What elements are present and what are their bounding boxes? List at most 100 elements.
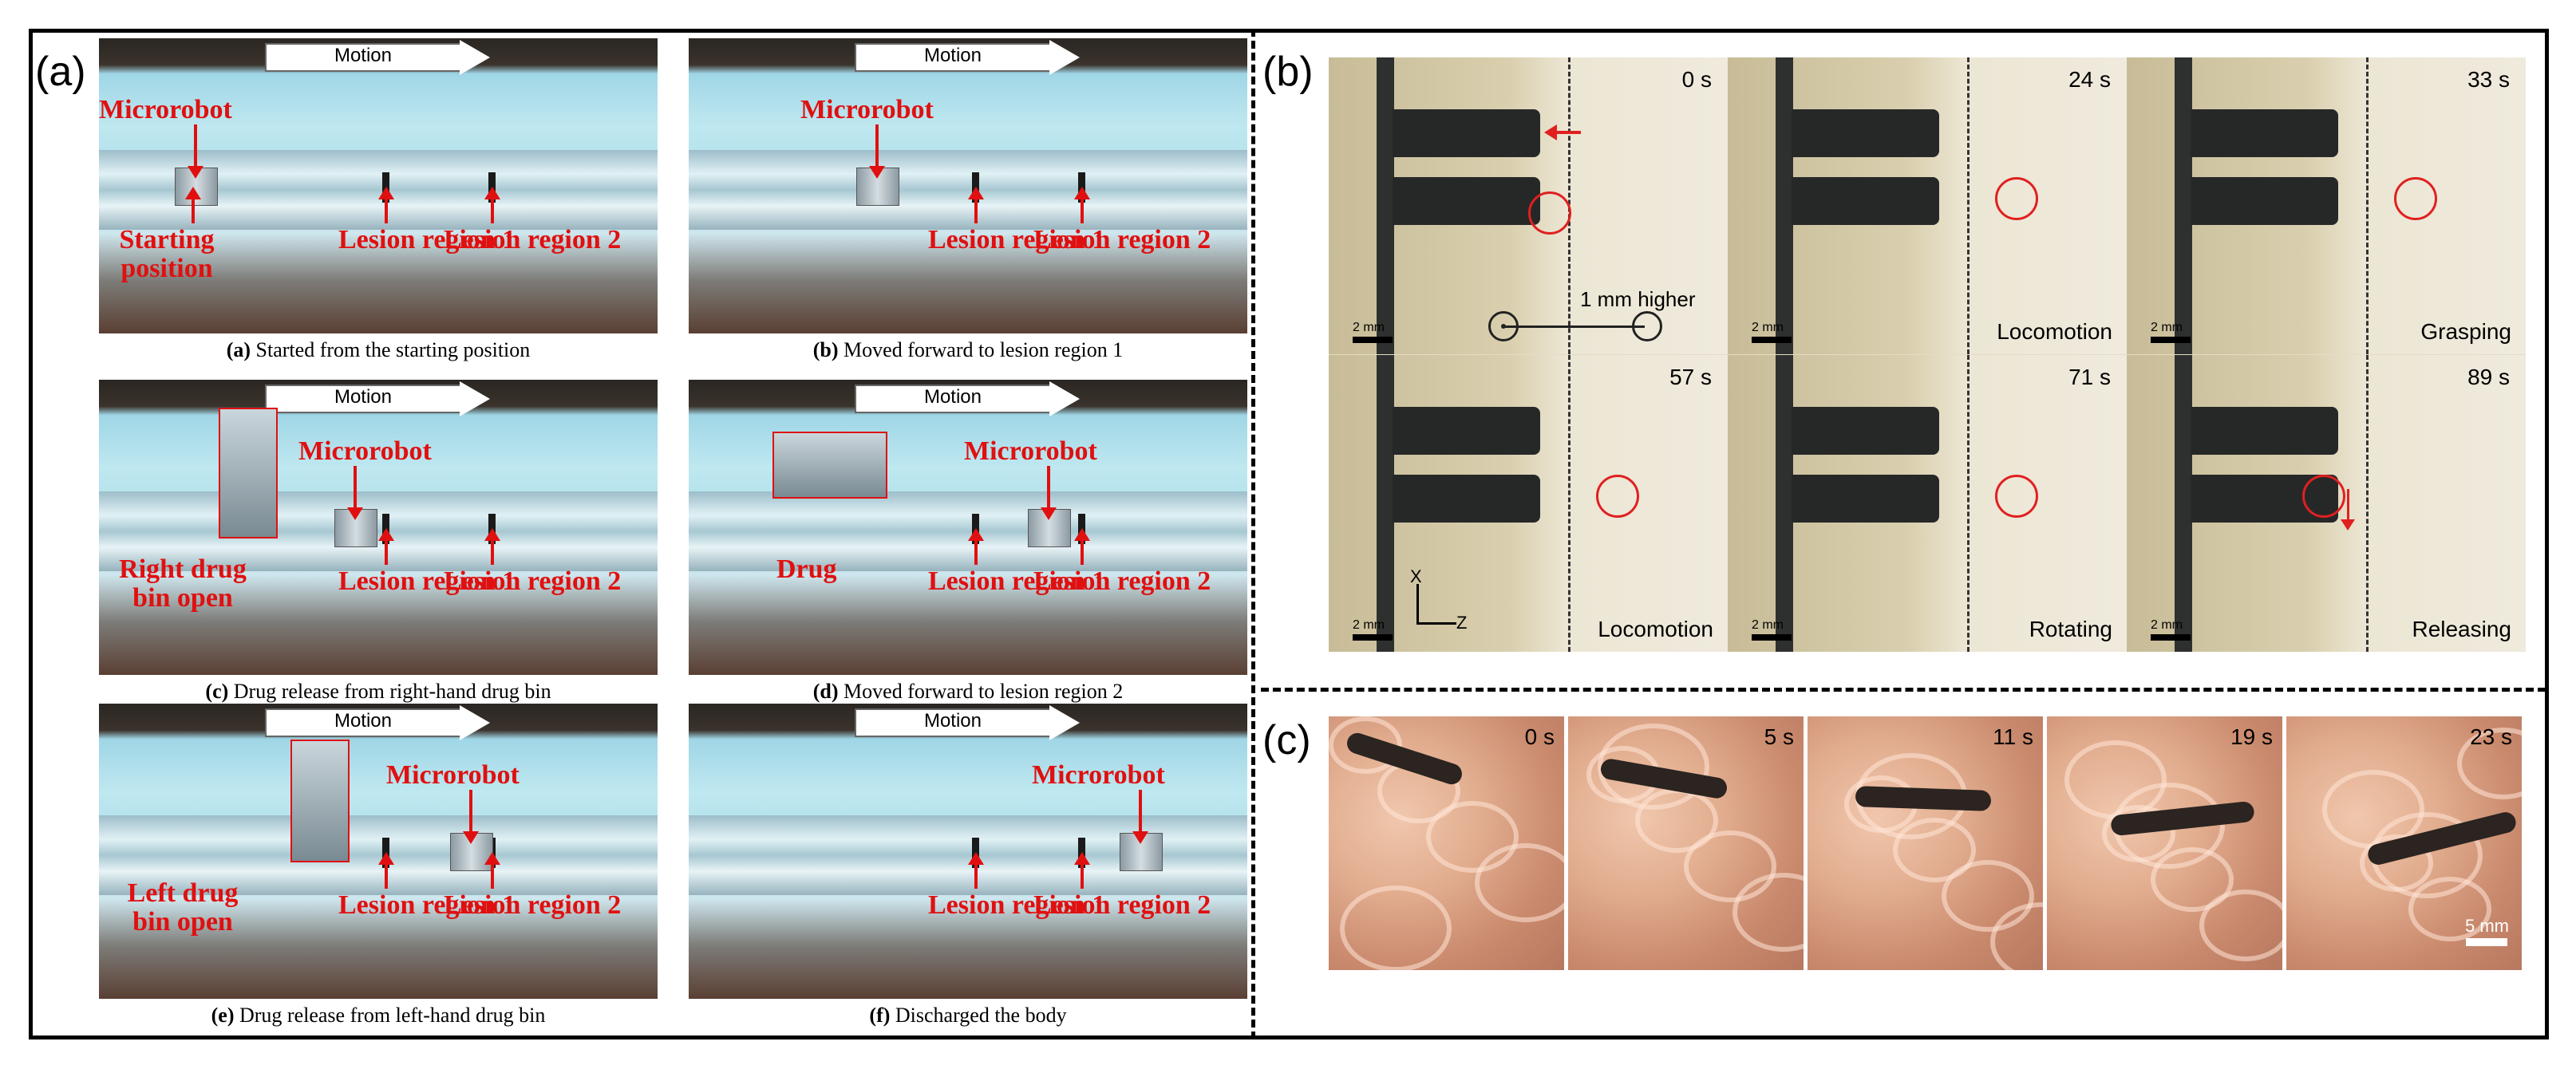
start-arrow-head [185,187,201,199]
panel-a-letter: (a) [35,49,86,95]
motion-arrow-head [460,40,490,75]
start-arrow [192,198,195,223]
motion-bar [265,385,461,413]
gripper-upper [2191,407,2338,455]
scale-bar-line [1752,337,1792,343]
gripper-upper [1393,109,1540,157]
motion-arrow: Motion [265,381,490,416]
starting-position-label: Starting position [119,225,215,283]
tissue-frame-3: 19 s [2047,716,2282,970]
tissue-fold [1329,716,1402,774]
lesion-2-arrow-head [484,187,500,199]
drug-inset [772,432,887,499]
motion-arrow [1554,131,1581,134]
gripper-lower [1393,475,1540,523]
microrobot-arrow-head [188,166,203,179]
subfigure-tag: (a) [226,338,251,361]
scale-bar-line [1752,634,1792,641]
lesion-1-arrow [974,198,978,223]
subfigure-tag: (c) [205,680,229,703]
lesion-1-label: Lesion region 1 [338,566,516,596]
gripper-lower [2191,177,2338,225]
microrobot-label: Microrobot [800,95,934,124]
motion-arrow-head [460,381,490,416]
lesion-2-arrow-head [1074,528,1090,541]
scale-label: 2 mm [1752,618,1784,632]
gripper-lower [1792,177,1939,225]
lesion-1-arrow [385,863,388,889]
drug-bin-inset [290,740,350,862]
drug-bin-label: Left drug bin open [127,878,239,937]
microrobot-arrow-head [347,507,363,520]
lesion-2-arrow [491,863,494,889]
frame-time: 0 s [1524,724,1555,749]
microrobot-label: Microrobot [964,436,1097,466]
scale-bar: 2 mm [1752,618,1792,641]
gripper-lower [1792,475,1939,523]
frame-state: Locomotion [1598,617,1713,641]
lesion-2-label: Lesion region 2 [1033,225,1211,254]
scale-bar: 2 mm [1353,618,1393,641]
gripper-upper [1792,109,1939,157]
frame-separator [1564,716,1568,970]
microrobot-arrow-head [1041,507,1057,520]
microrobot-arrow [469,790,472,831]
panel-c-letter: (c) [1262,717,1311,763]
lesion-1-arrow-head [378,528,394,541]
microrobot-arrow-head [463,831,479,844]
microrobot-label: Microrobot [386,760,520,790]
holder-post [1776,57,1793,354]
release-arrow-head [2341,519,2355,531]
frame-time: 24 s [2068,67,2111,92]
microrobot-arrow [1139,790,1142,831]
holder-post [1377,57,1394,354]
subfigure-f-caption: (f) Discharged the body [689,1004,1247,1028]
motion-arrow-head [1049,705,1080,740]
axis-z-line [1416,622,1456,625]
frame-separator [2282,716,2286,970]
motion-arrow-head [460,705,490,740]
scale-label: 2 mm [2151,321,2183,334]
frame-time: 5 s [1764,724,1794,749]
lesion-1-label: Lesion region 1 [338,225,516,254]
subfigure-tag: (e) [211,1004,235,1027]
scale-label: 2 mm [1752,321,1784,334]
lesion-2-arrow [1081,539,1084,565]
lesion-1-arrow-head [968,852,984,865]
scale-label: 2 mm [1353,321,1385,334]
tissue-frame-1: 5 s [1568,716,1804,970]
microrobot-arrow-head [869,166,885,179]
axis-x-line [1416,584,1419,624]
subfigure-tag: (b) [812,338,839,361]
lesion-2-label: Lesion region 2 [444,890,622,920]
lesion-1-arrow [974,863,978,889]
drug-label: Drug [776,554,837,584]
gripper-upper [2191,109,2338,157]
height-note: 1 mm higher [1580,287,1696,311]
lesion-2-label: Lesion region 2 [1033,566,1211,596]
lesion-2-arrow [491,198,494,223]
motion-arrow: Motion [265,705,490,740]
frame-state: Releasing [2412,617,2511,641]
microrobot-label: Microrobot [99,95,232,124]
tissue-frame-4: 23 s [2286,716,2522,970]
scale-bar: 2 mm [1752,321,1792,343]
tissue-fold [1475,843,1564,922]
scale-label-c: 5 mm [2465,916,2509,936]
caption-text: Moved forward to lesion region 1 [844,338,1124,361]
holder-post [2175,355,2192,652]
lesion-1-arrow [385,539,388,565]
caption-text: Moved forward to lesion region 2 [844,680,1124,703]
subfigure-e-caption: (e) Drug release from left-hand drug bin [99,1004,658,1028]
scale-bar-line [2151,337,2191,343]
caption-text: Drug release from left-hand drug bin [239,1004,546,1027]
holder-post [1377,355,1394,652]
scale-bar: 2 mm [2151,618,2191,641]
